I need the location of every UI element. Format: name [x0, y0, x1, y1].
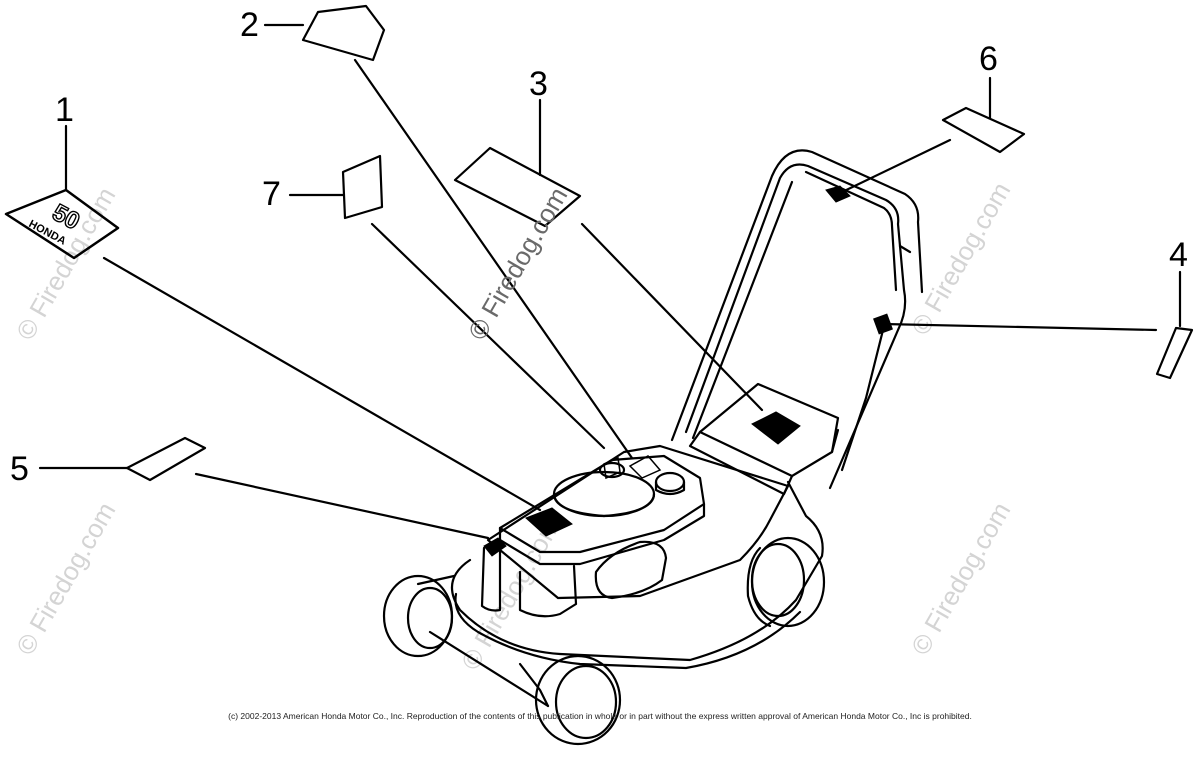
callout-5: 5 — [10, 450, 29, 488]
decal-3-label — [453, 146, 582, 228]
machine-decal-3 — [751, 411, 801, 445]
machine-decal-1 — [525, 507, 573, 537]
callout-6: 6 — [979, 40, 998, 78]
machine-decal-7 — [603, 456, 621, 480]
decal-5-label — [125, 436, 207, 482]
callout-7: 7 — [262, 175, 281, 213]
decal-1-emblem — [4, 188, 120, 260]
machine-decal-4 — [873, 313, 893, 335]
copyright-notice: (c) 2002-2013 American Honda Motor Co., … — [228, 711, 972, 721]
decal-4-label — [1155, 326, 1194, 380]
machine-decal-6 — [825, 185, 851, 203]
decal-2-label — [301, 4, 386, 62]
callout-2: 2 — [240, 6, 259, 44]
decal-6-label — [941, 106, 1026, 154]
callout-1: 1 — [55, 91, 74, 129]
callout-4: 4 — [1169, 236, 1188, 274]
machine-decal-5 — [483, 537, 507, 557]
machine-decal-2 — [628, 455, 662, 479]
callout-3: 3 — [529, 65, 548, 103]
decal-7-label — [341, 154, 384, 220]
